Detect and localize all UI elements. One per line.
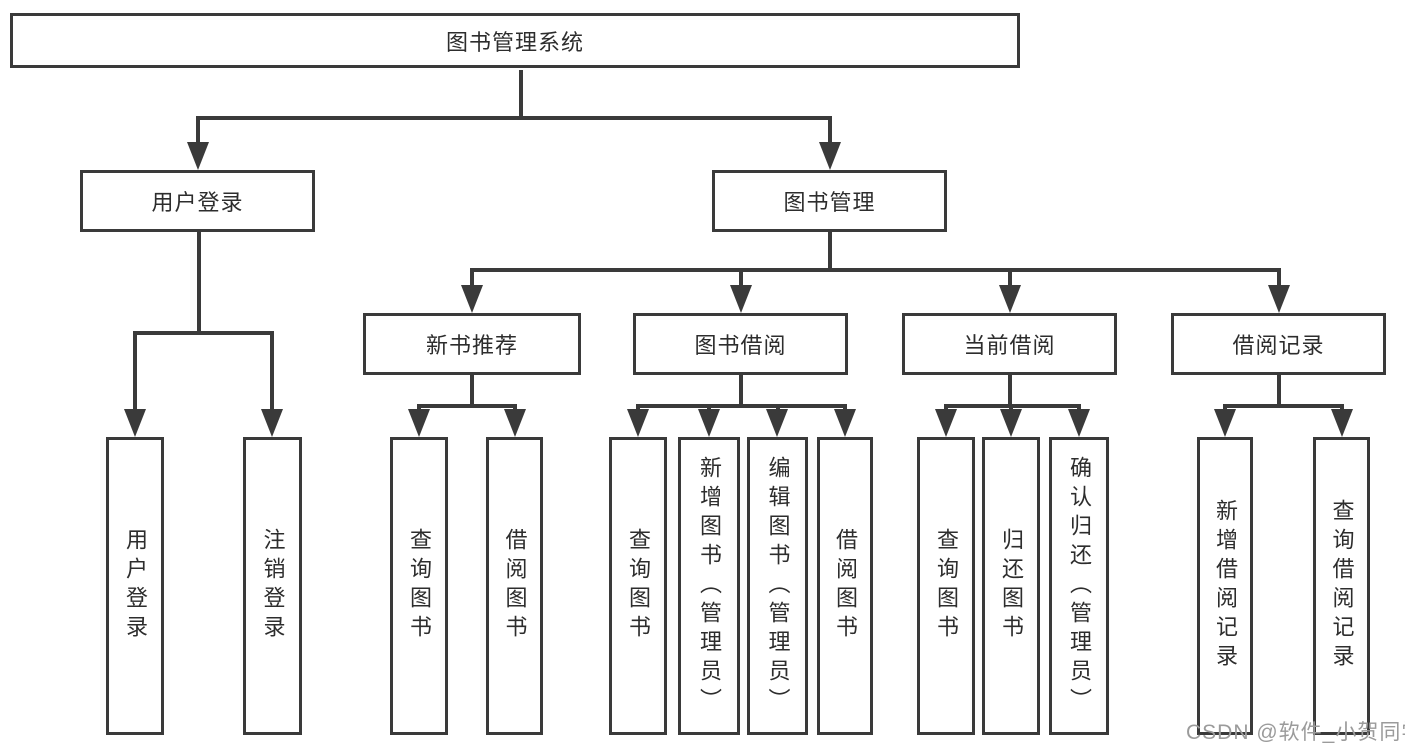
connector-l3-stem	[470, 268, 474, 288]
arrow-down-icon	[504, 409, 526, 437]
arrow-down-icon	[187, 142, 209, 170]
leaf-edit-book-admin-label: 编辑图书（管理员）	[765, 455, 791, 717]
arrow-down-icon	[1331, 409, 1353, 437]
connector-group-hline	[1223, 404, 1343, 408]
arrow-down-icon	[819, 142, 841, 170]
connector-root-stem	[519, 70, 523, 118]
arrow-down-icon	[935, 409, 957, 437]
leaf-borrow-books: 借阅图书	[817, 437, 873, 735]
connector-leaf-stem	[133, 331, 137, 411]
connector-leaf-stem	[270, 331, 274, 411]
connector-l3-stem	[1008, 268, 1012, 288]
node-new-book-recommendation-label: 新书推荐	[425, 333, 518, 358]
leaf-query-books-recommend-label: 查询图书	[407, 528, 432, 644]
leaf-query-books-recommend: 查询图书	[390, 437, 448, 735]
connector-user-login-hline	[133, 331, 274, 335]
leaf-query-borrow-record-label: 查询借阅记录	[1329, 499, 1355, 673]
csdn-watermark: CSDN @软件_小贺同学	[1186, 721, 1405, 744]
leaf-query-borrow-record: 查询借阅记录	[1313, 437, 1370, 735]
connector-user-login-down	[197, 232, 201, 335]
node-current-borrowing: 当前借阅	[902, 313, 1117, 375]
arrow-down-icon	[261, 409, 283, 437]
connector-group-stem	[1008, 375, 1012, 408]
node-user-login: 用户登录	[80, 170, 315, 232]
connector-group-stem	[1277, 375, 1281, 408]
arrow-down-icon	[124, 409, 146, 437]
leaf-add-borrow-record-label: 新增借阅记录	[1213, 499, 1238, 673]
arrow-down-icon	[1268, 285, 1290, 313]
leaf-confirm-return-admin: 确认归还（管理员）	[1049, 437, 1109, 735]
arrow-down-icon	[730, 285, 752, 313]
leaf-borrow-books-label: 借阅图书	[833, 528, 858, 644]
leaf-borrow-books-recommend: 借阅图书	[486, 437, 543, 735]
arrow-down-icon	[1214, 409, 1236, 437]
connector-book-mgmt-stem	[828, 116, 832, 144]
leaf-return-books-label: 归还图书	[999, 528, 1024, 644]
leaf-add-borrow-record: 新增借阅记录	[1197, 437, 1253, 735]
node-current-borrowing-label: 当前借阅	[963, 333, 1056, 358]
arrow-down-icon	[408, 409, 430, 437]
arrow-down-icon	[1000, 409, 1022, 437]
leaf-user-login: 用户登录	[106, 437, 164, 735]
arrow-down-icon	[461, 285, 483, 313]
node-new-book-recommendation: 新书推荐	[363, 313, 581, 375]
connector-user-login-stem	[196, 116, 200, 144]
connector-root-hline	[196, 116, 832, 120]
connector-group-hline	[636, 404, 847, 408]
node-book-borrowing: 图书借阅	[633, 313, 848, 375]
node-book-management-label: 图书管理	[783, 190, 876, 215]
leaf-query-books-borrowing: 查询图书	[609, 437, 667, 735]
node-root-label: 图书管理系统	[445, 29, 584, 55]
leaf-borrow-books-recommend-label: 借阅图书	[502, 528, 528, 644]
arrow-down-icon	[834, 409, 856, 437]
leaf-logout: 注销登录	[243, 437, 302, 735]
leaf-query-books-borrowing-label: 查询图书	[626, 528, 651, 644]
leaf-user-login-label: 用户登录	[123, 528, 148, 644]
connector-l3-stem	[739, 268, 743, 288]
leaf-query-books-current: 查询图书	[917, 437, 975, 735]
leaf-query-books-current-label: 查询图书	[934, 528, 959, 644]
connector-l3-stem	[1277, 268, 1281, 288]
connector-book-mgmt-down	[828, 232, 832, 272]
leaf-edit-book-admin: 编辑图书（管理员）	[747, 437, 808, 735]
node-root: 图书管理系统	[10, 13, 1020, 68]
connector-group-stem	[739, 375, 743, 408]
node-borrowing-records-label: 借阅记录	[1232, 333, 1325, 358]
node-book-management: 图书管理	[712, 170, 947, 232]
connector-group-stem	[470, 375, 474, 408]
leaf-add-book-admin-label: 新增图书（管理员）	[697, 455, 722, 717]
arrow-down-icon	[627, 409, 649, 437]
connector-group-hline	[417, 404, 517, 408]
node-user-login-label: 用户登录	[151, 190, 244, 215]
leaf-logout-label: 注销登录	[260, 528, 286, 644]
leaf-confirm-return-admin-label: 确认归还（管理员）	[1067, 455, 1092, 717]
arrow-down-icon	[999, 285, 1021, 313]
node-book-borrowing-label: 图书借阅	[694, 333, 787, 358]
leaf-return-books: 归还图书	[982, 437, 1040, 735]
connector-book-mgmt-hline	[470, 268, 1280, 272]
node-borrowing-records: 借阅记录	[1171, 313, 1386, 375]
leaf-add-book-admin: 新增图书（管理员）	[678, 437, 740, 735]
arrow-down-icon	[698, 409, 720, 437]
arrow-down-icon	[1068, 409, 1090, 437]
arrow-down-icon	[766, 409, 788, 437]
